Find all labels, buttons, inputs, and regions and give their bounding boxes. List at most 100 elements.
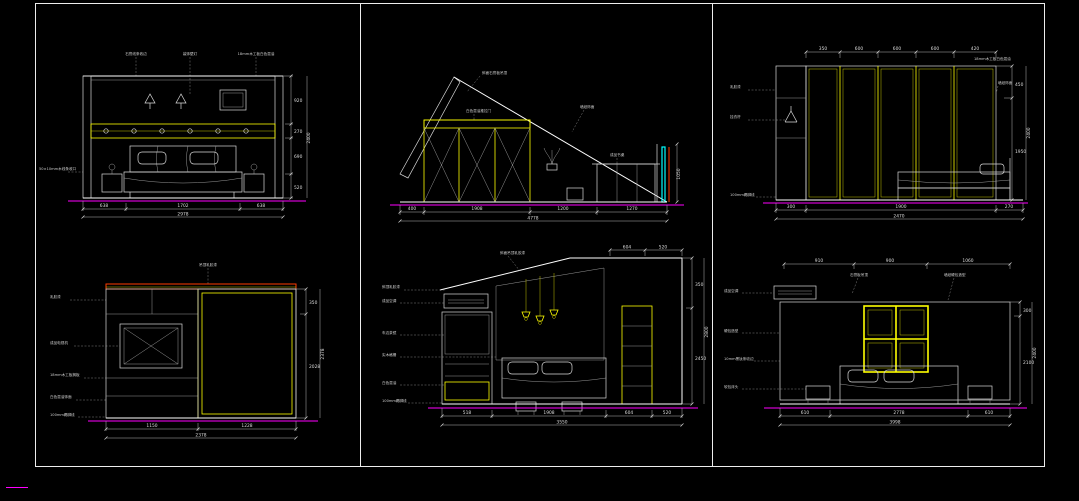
dimension-right: 1050 — [675, 142, 682, 204]
annotation-text: 装饰壁灯 — [183, 51, 198, 56]
dimension-bottom: 400 1908 1200 1270 4778 — [398, 205, 669, 223]
dim-total-text: 2378 — [320, 348, 326, 359]
dim-text: 350 — [695, 282, 704, 288]
annotation-text: 斜顶乳胶漆 — [382, 284, 400, 289]
dimension-right: 300 2100 2400 — [1010, 300, 1038, 406]
floor-line[interactable] — [390, 201, 684, 206]
dim-text: 1900 — [895, 204, 906, 210]
annotations: 吊顶乳胶漆 乳胶漆 成品电视机 18mm木工板搁板 白色混油饰面 100mm踢脚… — [50, 262, 217, 418]
curtain-strips[interactable] — [661, 146, 670, 203]
annotations: 斜面石膏板吊顶 白色混油推拉门 墙纸饰面 成品书桌 — [466, 70, 625, 164]
side-cabinet[interactable] — [621, 305, 653, 405]
picture-frame[interactable] — [219, 89, 247, 111]
wardrobe[interactable] — [441, 311, 493, 405]
crown-band[interactable] — [105, 283, 297, 290]
dim-text: 518 — [463, 410, 472, 416]
origin-mark — [6, 487, 28, 488]
shelf-band[interactable] — [90, 123, 276, 139]
dimension-top: 604 520 — [608, 245, 684, 256]
bed[interactable] — [501, 357, 607, 399]
frame-divider-1 — [360, 3, 361, 467]
dim-total-text: 4778 — [527, 216, 538, 222]
dim-text: 600 — [931, 46, 940, 52]
annotation-text: 乳胶漆 — [50, 294, 61, 299]
dim-text: 520 — [663, 410, 672, 416]
dimension-top: 910 900 1060 — [782, 258, 1012, 269]
pendant-lamps[interactable] — [521, 273, 559, 325]
dim-total-text: 2800 — [704, 326, 710, 337]
annotation-text: 硬包造型 — [724, 328, 739, 333]
elevation-panel-1[interactable]: 石膏线条收边 装饰壁灯 18mm木工板白色混油 50×10mm木线条收口 — [38, 46, 338, 224]
desk[interactable] — [566, 144, 660, 203]
dim-text: 1908 — [471, 206, 482, 212]
dimension-bottom: 638 1702 638 2978 — [81, 201, 285, 219]
dim-text: 420 — [971, 46, 980, 52]
annotations: 乳胶漆 挂衣杆 100mm踢脚线 18mm木工板白色混油 墙纸饰面 — [730, 56, 1013, 198]
annotation-text: 白色混油饰面 — [50, 394, 72, 399]
dim-total-text: 2378 — [195, 433, 206, 439]
annotation-text: 白色混油推拉门 — [466, 108, 492, 113]
floor-line[interactable] — [68, 197, 306, 202]
cabinet[interactable] — [105, 288, 297, 419]
dim-text: 270 — [294, 129, 303, 135]
floor-line[interactable] — [428, 403, 698, 409]
floor-line[interactable] — [88, 417, 318, 422]
dimension-right: 350 2028 2378 — [296, 287, 326, 420]
slat-headboard-wall[interactable] — [495, 267, 605, 361]
dim-text: 1908 — [543, 410, 554, 416]
dimension-right: 920 270 690 520 2400 — [283, 74, 312, 200]
annotation-text: 吊顶乳胶漆 — [199, 262, 217, 267]
dim-text: 2450 — [695, 356, 706, 362]
annotation-text: 石膏线条收边 — [125, 51, 147, 56]
dim-text: 1950 — [1015, 149, 1026, 155]
nightstand-left[interactable] — [101, 163, 123, 193]
nightstand-right[interactable] — [243, 163, 265, 193]
annotation-text: 白色混油 — [382, 380, 397, 385]
wardrobe[interactable] — [423, 119, 531, 203]
dimension-bottom: 1150 1228 2378 — [104, 421, 298, 440]
center-panel[interactable] — [863, 305, 929, 373]
annotation-text: 斜面吊顶乳胶漆 — [500, 250, 526, 255]
dim-text: 1228 — [241, 423, 252, 429]
sloped-ceiling[interactable] — [399, 76, 668, 203]
stool-left[interactable] — [515, 401, 537, 415]
dim-text: 638 — [257, 203, 266, 209]
elevation-panel-3[interactable]: 350 600 600 600 420 — [728, 38, 1040, 238]
annotation-text: 18mm木工板搁板 — [50, 372, 80, 377]
wall-structure[interactable] — [82, 75, 284, 199]
elevation-panel-4[interactable]: 吊顶乳胶漆 乳胶漆 成品电视机 18mm木工板搁板 白色混油饰面 100mm踢脚… — [48, 256, 343, 451]
plant-icon[interactable] — [543, 147, 561, 171]
annotation-text: 成品空调 — [724, 288, 739, 293]
stool-right[interactable] — [561, 401, 583, 415]
dimension-bottom: 518 1908 604 520 3550 — [440, 408, 684, 427]
dim-text: 604 — [623, 245, 632, 251]
annotation-text: 墙纸饰面 — [580, 104, 595, 109]
upholstered-wall[interactable] — [779, 301, 1011, 401]
bench-left[interactable] — [805, 385, 831, 403]
dim-total-text: 2400 — [1026, 127, 1032, 138]
frame-bottom — [35, 466, 1045, 467]
annotation-text: 墙纸硬包造型 — [944, 272, 966, 277]
bed[interactable] — [123, 145, 243, 198]
elevation-panel-6[interactable]: 910 900 1060 石膏板吊顶 墙纸硬包造型 成品空调 硬包造型 10mm… — [722, 252, 1040, 444]
floor-line[interactable] — [764, 403, 1027, 409]
dim-total-text: 2470 — [893, 214, 904, 220]
open-shelf-column[interactable] — [775, 65, 807, 201]
bench-right[interactable] — [967, 385, 993, 403]
annotation-text: 100mm踢脚线 — [382, 398, 407, 403]
dim-text: 520 — [659, 245, 668, 251]
dim-text: 1270 — [626, 206, 637, 212]
dimension-top: 350 600 600 600 420 — [804, 46, 998, 58]
elevation-panel-2[interactable]: 斜面石膏板吊顶 白色混油推拉门 墙纸饰面 成品书桌 400 1908 1200 … — [362, 52, 710, 237]
dim-text: 1060 — [962, 258, 973, 264]
elevation-panel-5[interactable]: 604 520 — [380, 242, 710, 452]
air-conditioner[interactable] — [443, 293, 489, 309]
air-conditioner[interactable] — [773, 285, 817, 300]
floor-line[interactable] — [763, 199, 1028, 204]
wall-lamp-icon[interactable] — [144, 93, 187, 109]
ceiling-outline[interactable] — [439, 257, 683, 404]
wardrobe[interactable] — [805, 65, 997, 201]
annotation-text: 18mm木工板白色混油 — [974, 56, 1011, 61]
dim-text: 920 — [294, 98, 303, 104]
